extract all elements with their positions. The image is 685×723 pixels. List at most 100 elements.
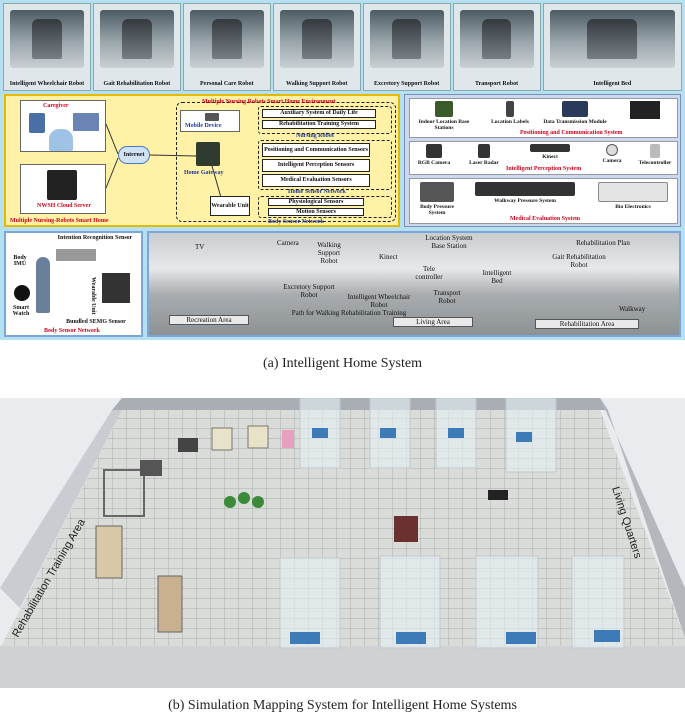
photo-label: Camera xyxy=(277,239,299,247)
home-sensor-item: Intelligent Perception Sensors xyxy=(262,159,370,172)
photo-label: Tele controller xyxy=(415,265,443,281)
module-board-photo xyxy=(630,101,660,119)
robot-photo xyxy=(189,10,264,68)
device-photo xyxy=(506,101,514,117)
body-sensor-label: Body Sensor Network xyxy=(268,219,324,225)
medical-section: Body Pressure System Walkway Pressure Sy… xyxy=(409,178,678,224)
device-photo xyxy=(478,144,490,158)
device-photo xyxy=(562,101,588,117)
sensor-systems-panel: Indoor Location Base Stations Location L… xyxy=(404,94,681,227)
photo-label: TV xyxy=(195,243,205,251)
camera-device: Camera xyxy=(592,144,632,164)
device-photo xyxy=(475,182,575,196)
kinect-device: Kinect xyxy=(520,144,580,160)
device-label: Bio Electronics xyxy=(615,204,651,210)
transport-robot xyxy=(488,490,508,500)
home-environment-photo: TV Camera Walking Support Robot Location… xyxy=(147,231,681,337)
area-label: Living Area xyxy=(393,317,473,327)
device-label: Body Pressure System xyxy=(420,204,454,216)
device-photo xyxy=(426,144,442,158)
robot-card-excretory: Excretory Support Robot xyxy=(362,3,451,91)
robot-strip: Intelligent Wheelchair Robot Gait Rehabi… xyxy=(3,3,682,91)
laser-radar-device: Laser Radar xyxy=(462,144,506,166)
environment-group xyxy=(176,102,396,222)
home-sensor-label: Home Sensor Network xyxy=(288,189,346,195)
robot-label: Intelligent Wheelchair Robot xyxy=(9,81,85,87)
front-wall xyxy=(0,646,685,688)
device-label: RGB Camera xyxy=(417,160,451,166)
device-label: Kinect xyxy=(542,154,558,160)
body-sensor-item: Physiological Sensors xyxy=(268,198,364,206)
sensor-board-photo xyxy=(56,249,96,261)
photo-label: Intelligent Wheelchair Robot xyxy=(347,293,411,309)
robot-card-gait: Gait Rehabilitation Robot xyxy=(92,3,181,91)
photo-label: Path for Walking Rehabilitation Training xyxy=(291,309,407,317)
room-partition xyxy=(435,398,477,469)
back-beds xyxy=(312,428,532,442)
smart-home-diagram: Caregiver NWSH Cloud Server Multiple Nur… xyxy=(4,94,400,227)
rehab-device xyxy=(178,438,198,452)
device-photo xyxy=(530,144,570,152)
device-label: Indoor Location Base Stations xyxy=(418,119,470,131)
gait-robot xyxy=(157,575,183,633)
rehab-device xyxy=(247,425,269,449)
tablet-icon xyxy=(29,113,45,133)
location-label-device: Location Labels xyxy=(480,101,540,125)
device-photo xyxy=(598,182,668,202)
front-beds xyxy=(290,630,620,644)
photo-label: Walkway xyxy=(619,305,646,313)
body-imu-label: Body IMU xyxy=(13,255,27,267)
wearable-unit: Wearable Unit xyxy=(210,196,250,216)
photo-label: Gait Rehabilitation Robot xyxy=(552,253,606,269)
wearable-label: Wearable Unit xyxy=(90,277,96,315)
robot-card-personal-care: Personal Care Robot xyxy=(182,3,271,91)
home-sensor-item: Positioning and Communication Sensors xyxy=(262,143,370,157)
robot-photo xyxy=(99,10,174,68)
perception-section: RGB Camera Laser Radar Kinect Camera Tel… xyxy=(409,141,678,175)
photo-label: Intelligent Bed xyxy=(482,269,512,285)
telecontroller-device: Telecontroller xyxy=(632,144,678,166)
watch-icon xyxy=(14,285,30,301)
walkway-pressure-device: Walkway Pressure System xyxy=(470,182,580,204)
wheelchair-robot xyxy=(394,516,418,542)
area-label: Recreation Area xyxy=(169,315,249,325)
home-gateway-label: Home Gateway xyxy=(184,170,224,176)
photo-label: Excretory Support Robot xyxy=(283,283,335,299)
robot-card-walking-support: Walking Support Robot xyxy=(272,3,361,91)
mobile-device-label: Mobile Device xyxy=(185,123,222,129)
body-sensor-network: Intention Recognition Sensor Body IMU Sm… xyxy=(4,231,143,337)
caregiver-label: Caregiver xyxy=(43,103,69,109)
caregiver-box: Caregiver xyxy=(20,100,106,152)
device-label: Location Labels xyxy=(491,119,529,125)
plants xyxy=(224,492,264,508)
smart-home-footer: Multiple Nursing-Robots Smart Home xyxy=(10,218,109,224)
device-label: Data Transmission Module xyxy=(543,119,607,125)
left-wall xyxy=(0,410,122,608)
device-photo xyxy=(420,182,454,202)
area-label: Rehabilitation Area xyxy=(535,319,639,329)
nursing-item: Auxiliary System of Daily Life xyxy=(262,109,376,118)
rehab-frame xyxy=(103,469,145,517)
robot-photo xyxy=(459,10,534,68)
care-robot xyxy=(282,430,294,448)
robot-photo xyxy=(279,10,354,68)
internet-label: Internet xyxy=(123,152,145,158)
cloud-server-box: NWSH Cloud Server xyxy=(20,164,106,214)
environment-title: Multiple Nursing Robots Smart Home Envir… xyxy=(202,99,336,105)
intelligent-home-system-figure: Intelligent Wheelchair Robot Gait Rehabi… xyxy=(0,0,685,340)
walking-robot xyxy=(95,525,123,579)
nursing-robot-label: Nursing Robot xyxy=(296,133,334,139)
phone-icon xyxy=(205,113,219,121)
device-label: Camera xyxy=(602,158,622,164)
internet-cloud-icon xyxy=(118,146,150,164)
simulation-scene: Rehabilitation Training Area Living Quar… xyxy=(0,398,685,688)
person-icon xyxy=(36,257,50,313)
photo-label: Transport Robot xyxy=(433,289,461,305)
nursing-robot-group xyxy=(258,106,392,134)
photo-label: Location System Base Station xyxy=(425,234,473,250)
laptop-icon xyxy=(73,113,99,131)
body-sensor-network-title: Body Sensor Network xyxy=(44,328,100,334)
bio-electronics-device: Bio Electronics xyxy=(590,182,676,210)
rehab-device xyxy=(140,460,162,476)
intention-sensor-label: Intention Recognition Sensor xyxy=(57,235,133,241)
